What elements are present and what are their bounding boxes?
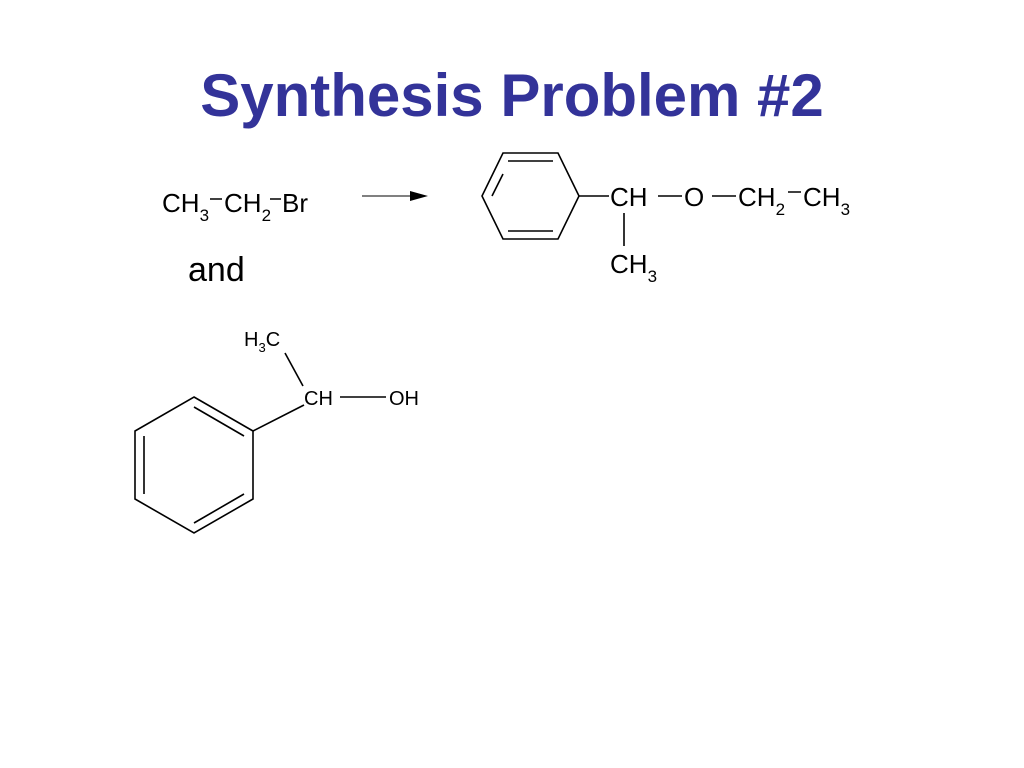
product-ch2-label: CH2 [738,182,785,219]
alcohol-oh-label: OH [389,388,419,410]
alcohol-ch-label: CH [304,388,333,410]
slide-title: Synthesis Problem #2 [200,62,824,129]
conjunction-and: and [188,251,245,289]
right-arrow-icon [362,191,428,201]
product-ch-label: CH [610,182,648,212]
reagent-ch3: CH3 [162,188,209,225]
reagent-br: Br [282,188,308,218]
alcohol-bond-ch-methyl [284,352,304,387]
alcohol-bond-ring-ch [252,404,305,432]
product-o-label: O [684,182,704,212]
reagent-ch2: CH2 [224,188,271,225]
product-ether: CH O CH2 CH3 CH3 [481,152,850,286]
alcohol-methyl-label: H3C [244,329,280,355]
product-methyl-label: CH3 [610,249,657,286]
reagent-bromoethane: CH3 CH2 Br [162,188,308,225]
benzene-ring-icon [481,152,580,240]
benzene-ring-icon [134,396,254,534]
alcohol-phenylethanol: H3C CH OH [134,329,419,534]
product-ch3-label: CH3 [803,182,850,219]
